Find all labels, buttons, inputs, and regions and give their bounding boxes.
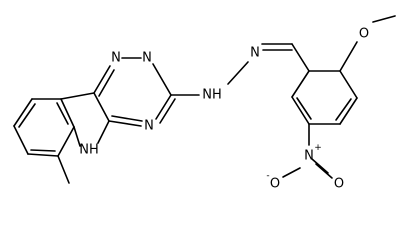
atom-n-triazine-top-right: N [142, 51, 152, 66]
bond-lines [13, 15, 396, 184]
atom-o-methoxy: O [359, 27, 369, 42]
atom-o-nitro-double: O [334, 177, 344, 192]
atom-n-triazine-top-left: N [111, 51, 121, 66]
charge-nitro-plus: + [314, 143, 322, 153]
atom-nh-indole: NH [79, 143, 99, 158]
atom-labels: N N N NH N NH O N O O + - [79, 27, 369, 192]
atom-nh-hydrazone: NH [202, 88, 222, 103]
atom-n-hydrazone: N [250, 46, 260, 61]
atom-o-nitro-anion: O [270, 177, 280, 192]
atom-n-triazine-bottom: N [144, 119, 154, 134]
charge-nitro-minus: - [266, 171, 269, 181]
atom-n-nitro: N [304, 149, 314, 164]
chemical-structure-diagram: N N N NH N NH O N O O + - [13, 15, 396, 192]
